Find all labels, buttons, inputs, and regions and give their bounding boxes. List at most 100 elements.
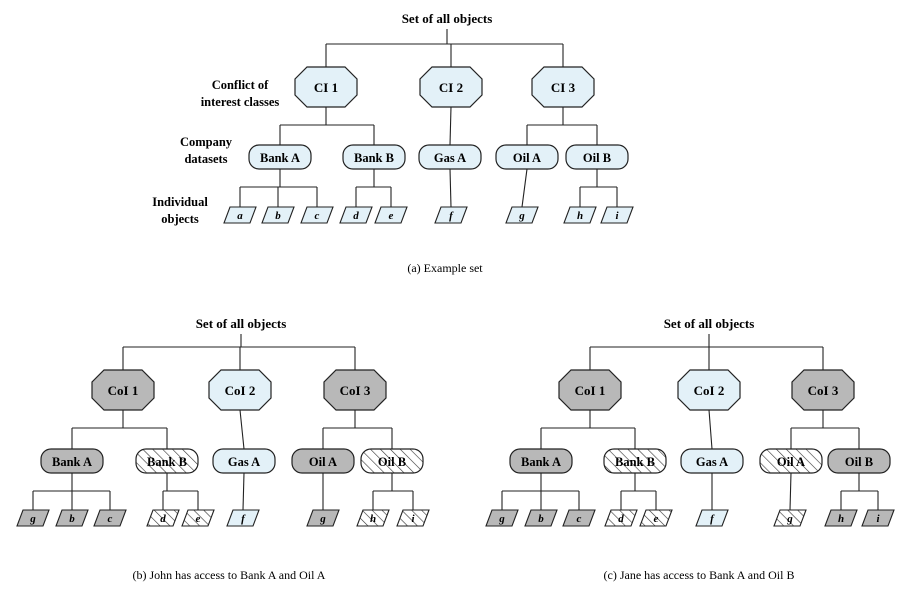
class-label-1: CI 1 — [314, 80, 338, 95]
class-octagon-3 — [531, 66, 595, 108]
dataset-label-5: Oil B — [845, 455, 873, 469]
connector-line — [239, 409, 245, 450]
object-box-2 — [261, 206, 295, 224]
object-box-6 — [226, 509, 260, 527]
object-box-8 — [824, 509, 858, 527]
row-label-conflict-line2: interest classes — [201, 95, 280, 109]
panel-b: Set of all objects (b) John has access t… — [16, 316, 430, 582]
class-label-2: CoI 2 — [694, 383, 725, 398]
object-box-7 — [306, 509, 340, 527]
dataset-label-2: Bank B — [147, 455, 187, 469]
object-box-6 — [695, 509, 729, 527]
object-label-3: c — [577, 513, 582, 525]
object-label-4: d — [160, 513, 166, 525]
object-label-7: g — [518, 210, 525, 222]
object-box-8 — [356, 509, 390, 527]
object-label-6: f — [449, 210, 454, 222]
object-label-4: d — [618, 513, 624, 525]
class-label-2: CI 2 — [439, 80, 463, 95]
class-octagon-1 — [294, 66, 358, 108]
connector-line — [449, 106, 452, 146]
class-label-3: CoI 3 — [808, 383, 839, 398]
object-box-3 — [562, 509, 596, 527]
connector-line — [789, 472, 792, 511]
object-label-9: i — [411, 513, 415, 525]
class-octagon-2 — [208, 369, 272, 411]
class-label-1: CoI 1 — [108, 383, 139, 398]
object-box-7 — [773, 509, 807, 527]
object-label-2: b — [275, 210, 281, 222]
dataset-label-3: Gas A — [434, 151, 466, 165]
object-box-7 — [505, 206, 539, 224]
object-box-4 — [604, 509, 638, 527]
object-box-9 — [600, 206, 634, 224]
object-label-4: d — [353, 210, 359, 222]
object-box-1 — [223, 206, 257, 224]
object-box-2 — [524, 509, 558, 527]
object-label-6: f — [241, 513, 246, 525]
class-octagon-3 — [323, 369, 387, 411]
caption-a: (a) Example set — [407, 261, 483, 275]
dataset-label-4: Oil A — [513, 151, 541, 165]
object-box-3 — [300, 206, 334, 224]
object-box-5 — [639, 509, 673, 527]
row-label-company-line1: Company — [180, 135, 233, 149]
dataset-label-1: Bank A — [52, 455, 92, 469]
row-label-company: Company datasets — [180, 135, 233, 166]
dataset-label-2: Bank B — [354, 151, 394, 165]
object-box-8 — [563, 206, 597, 224]
class-octagon-2 — [677, 369, 741, 411]
panel-a: Set of all objects Conflict of interest … — [152, 11, 634, 275]
connector-line — [242, 472, 245, 511]
object-box-1 — [485, 509, 519, 527]
class-octagon-3 — [791, 369, 855, 411]
object-box-2 — [55, 509, 89, 527]
class-octagon-2 — [419, 66, 483, 108]
object-box-9 — [861, 509, 895, 527]
object-label-5: e — [389, 210, 394, 222]
dataset-label-1: Bank A — [521, 455, 561, 469]
object-label-6: f — [710, 513, 715, 525]
row-label-conflict-line1: Conflict of — [212, 78, 269, 92]
object-label-1: g — [29, 513, 36, 525]
object-label-1: g — [498, 513, 505, 525]
object-label-8: h — [838, 513, 844, 525]
root-label: Set of all objects — [196, 316, 287, 331]
object-label-7: g — [786, 513, 793, 525]
dataset-label-5: Oil B — [583, 151, 611, 165]
object-label-2: b — [538, 513, 544, 525]
row-label-conflict: Conflict of interest classes — [201, 78, 280, 109]
object-label-3: c — [315, 210, 320, 222]
row-label-company-line2: datasets — [184, 152, 227, 166]
object-box-1 — [16, 509, 50, 527]
object-label-8: h — [577, 210, 583, 222]
object-box-9 — [396, 509, 430, 527]
panel-c: Set of all objects (c) Jane has access t… — [485, 316, 895, 582]
dataset-label-4: Oil A — [777, 455, 805, 469]
caption-c: (c) Jane has access to Bank A and Oil B — [604, 568, 795, 582]
class-octagon-1 — [91, 369, 155, 411]
object-label-2: b — [69, 513, 75, 525]
object-box-4 — [339, 206, 373, 224]
object-label-3: c — [108, 513, 113, 525]
row-label-objects: Individual objects — [152, 195, 208, 226]
connector-line — [708, 409, 713, 450]
object-label-8: h — [370, 513, 376, 525]
connector-line — [449, 168, 452, 208]
connector-line — [521, 168, 528, 208]
class-label-2: CoI 2 — [225, 383, 256, 398]
object-label-9: i — [876, 513, 880, 525]
caption-b: (b) John has access to Bank A and Oil A — [133, 568, 326, 582]
dataset-label-5: Oil B — [378, 455, 406, 469]
dataset-label-3: Gas A — [228, 455, 260, 469]
object-box-5 — [374, 206, 408, 224]
class-octagon-1 — [558, 369, 622, 411]
object-label-5: e — [196, 513, 201, 525]
dataset-label-3: Gas A — [696, 455, 728, 469]
dataset-label-2: Bank B — [615, 455, 655, 469]
object-label-1: a — [237, 210, 243, 222]
object-box-6 — [434, 206, 468, 224]
object-label-7: g — [319, 513, 326, 525]
root-label: Set of all objects — [664, 316, 755, 331]
